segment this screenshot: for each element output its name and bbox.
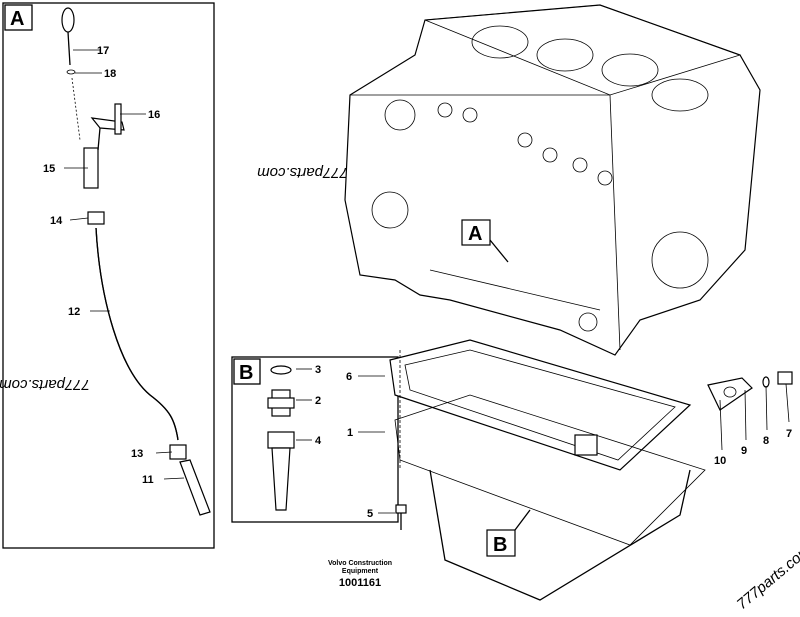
callout-18: 18	[104, 68, 116, 80]
callout-12: 12	[68, 306, 80, 318]
drawing-number: 1001161	[338, 577, 382, 589]
callout-14: 14	[50, 215, 63, 227]
callout-7: 7	[786, 428, 792, 440]
callout-2: 2	[315, 395, 321, 407]
callout-b-tag-label: B	[493, 534, 507, 556]
dipstick-assembly	[61, 7, 211, 516]
cover-plate-parts	[707, 371, 793, 451]
watermark-engine: 777parts.com	[257, 164, 348, 181]
detail-a-frame	[2, 2, 215, 549]
callout-a-tag	[461, 219, 491, 246]
callout-5: 5	[367, 508, 373, 520]
callout-a-tag-label: A	[468, 223, 482, 245]
detail-a-leaders	[64, 49, 185, 480]
detail-b-tag-label: B	[239, 362, 253, 384]
oil-pan-gasket	[389, 339, 692, 471]
callout-4: 4	[315, 435, 322, 447]
callout-13: 13	[131, 448, 143, 460]
oil-pan	[394, 394, 706, 601]
company-line-1: Volvo Construction	[327, 560, 393, 567]
detail-a-tag	[4, 4, 33, 31]
callout-b-tag	[486, 529, 516, 557]
callout-11: 11	[142, 474, 154, 486]
callout-6: 6	[346, 371, 352, 383]
engine-block	[344, 4, 761, 356]
callout-15: 15	[43, 163, 55, 175]
callout-10: 10	[714, 455, 726, 467]
callout-1: 1	[347, 427, 353, 439]
detail-a-tag-label: A	[10, 8, 24, 30]
detail-b-tag	[233, 358, 261, 385]
watermark-corner: 777parts.com	[734, 542, 800, 613]
callout-9: 9	[741, 445, 747, 457]
callout-17: 17	[97, 45, 109, 57]
detail-b-frame	[231, 356, 399, 523]
company-line-2: Equipment	[341, 568, 379, 575]
callout-16: 16	[148, 109, 160, 121]
drain-plug-parts	[267, 365, 312, 511]
watermark-detail-a: 777parts.com	[0, 376, 90, 393]
callout-8: 8	[763, 435, 769, 447]
callout-3: 3	[315, 364, 321, 376]
drain-bolt	[395, 504, 407, 530]
